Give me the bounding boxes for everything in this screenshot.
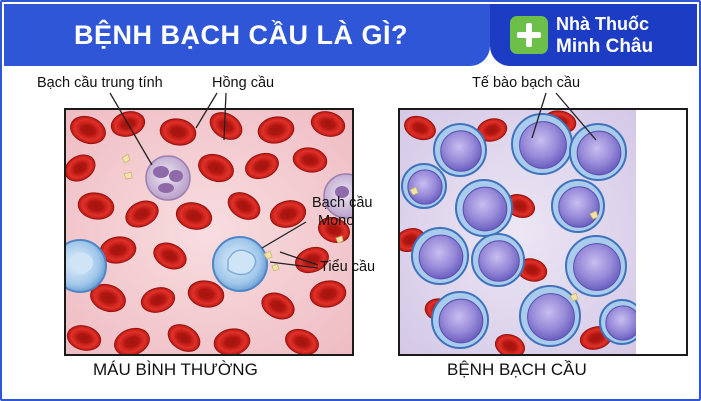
red-blood-cell (476, 118, 508, 142)
leukemia-blast-cell (599, 299, 636, 345)
logo-line-2: Minh Châu (556, 36, 654, 57)
red-blood-cell (175, 202, 213, 230)
label-platelet: Tiểu cầu (320, 259, 376, 275)
red-blood-cell (292, 147, 328, 173)
red-blood-cell (495, 334, 525, 354)
red-blood-cell (70, 115, 106, 145)
red-blood-cell (285, 328, 319, 354)
leukemia-blast-cell (401, 163, 447, 209)
leukemia-blast-cell (565, 235, 627, 297)
leukemia-blast-cell (455, 179, 513, 237)
plus-cross-icon (510, 16, 548, 54)
title-bar: BỆNH BẠCH CẦU LÀ GÌ? (4, 4, 490, 66)
leukemia-blast-cell (551, 179, 605, 233)
red-blood-cell (77, 192, 115, 220)
red-blood-cell (227, 192, 261, 220)
caption-normal-blood: MÁU BÌNH THƯỜNG (93, 360, 258, 379)
brand-logo[interactable]: Nhà Thuốc Minh Châu (490, 4, 697, 66)
neutrophil-cell (145, 155, 191, 201)
red-blood-cell (90, 283, 126, 313)
logo-line-1: Nhà Thuốc (556, 14, 649, 34)
leukemia-blast-cell (569, 123, 627, 181)
caption-leukemia: BỆNH BẠCH CẦU (447, 360, 587, 379)
label-red-blood-cell: Hồng cầu (212, 75, 275, 91)
red-blood-cell (125, 200, 159, 228)
leukemia-blast-cell (411, 227, 469, 285)
red-blood-cell (309, 280, 347, 308)
leukemia-blast-cell (433, 123, 487, 177)
red-blood-cell (187, 280, 225, 308)
page-title: BỆNH BẠCH CẦU LÀ GÌ? (74, 19, 408, 50)
red-blood-cell (114, 327, 150, 354)
red-blood-cell (257, 116, 295, 144)
monocyte-cell (212, 236, 268, 292)
lymphocyte-cell-left (66, 239, 107, 293)
leukemia-blast-cell (519, 285, 581, 347)
leukemia-blast-cell (511, 113, 573, 175)
label-neutrophil: Bạch cầu trung tính (37, 75, 163, 91)
red-blood-cell (66, 154, 96, 182)
red-blood-cell (198, 153, 234, 183)
leukemia-blast-cell (471, 233, 525, 287)
label-leukemia-cell: Tế bào bạch cầu (472, 75, 581, 91)
red-blood-cell (153, 242, 187, 270)
red-blood-cell (167, 324, 201, 352)
red-blood-cell (159, 118, 197, 146)
red-blood-cell (269, 200, 307, 228)
red-blood-cell (213, 328, 251, 354)
red-blood-cell (404, 115, 436, 141)
label-monocyte-line1: Bạch cầu (312, 195, 373, 211)
red-blood-cell (140, 287, 176, 313)
neutrophil-cell-right (323, 173, 352, 219)
leukemia-blood-illustration (398, 108, 688, 356)
platelets-right (409, 186, 599, 302)
red-blood-cell (245, 152, 279, 180)
normal-blood-illustration (64, 108, 354, 356)
red-blood-cell (66, 325, 102, 351)
normal-blood-image (66, 110, 352, 354)
red-blood-cell (310, 111, 346, 137)
red-blood-cell (261, 292, 295, 320)
leukemia-blood-image (400, 110, 636, 354)
label-monocyte-line2: Mono (318, 213, 355, 229)
leukemia-blast-cell (431, 291, 489, 349)
